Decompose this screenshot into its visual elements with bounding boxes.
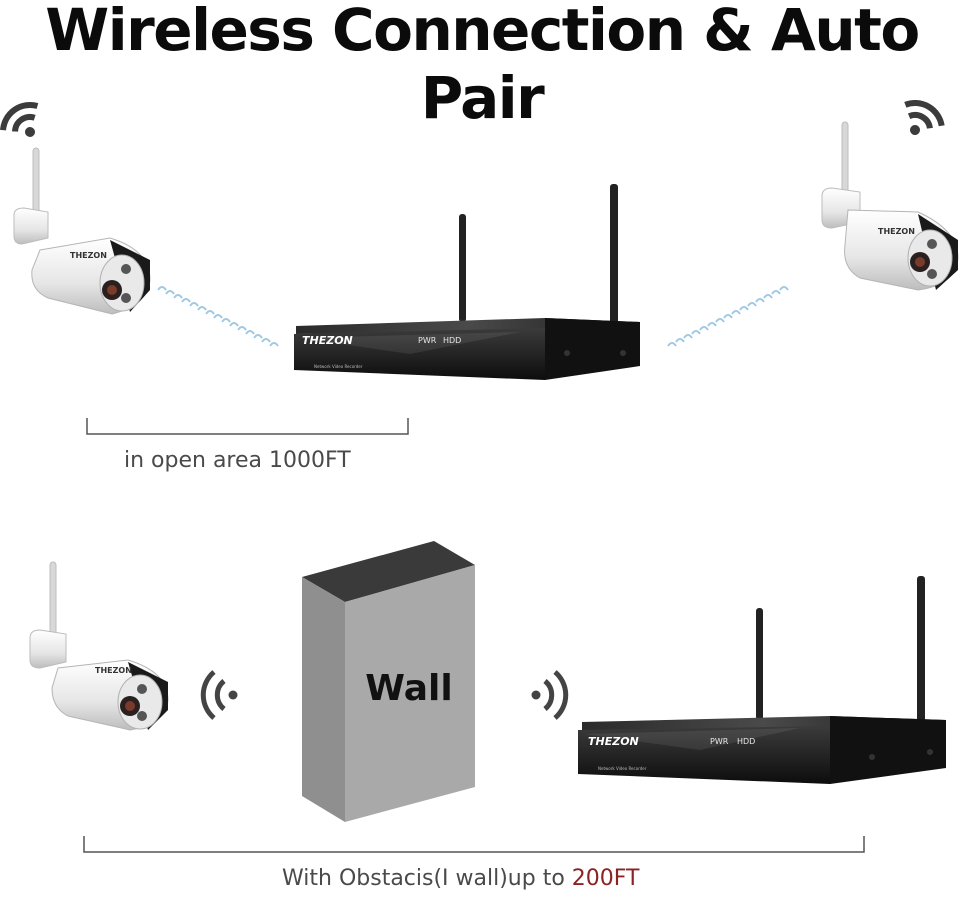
camera-brand: THEZON	[878, 227, 915, 236]
wireless-signal-icon	[200, 670, 238, 720]
wireless-signal-icon	[531, 670, 569, 720]
range-obstacle-prefix: With Obstacis(I wall)up to	[282, 866, 572, 891]
nvr-device-icon: THEZON PWR HDD Network Video Recorder	[294, 184, 640, 380]
range-obstacle-highlight: 200FT	[571, 866, 640, 891]
wifi-icon	[904, 100, 945, 135]
wireless-signal-icon	[157, 286, 279, 347]
pwr-indicator: PWR	[418, 336, 437, 345]
wall-label: Wall	[365, 668, 452, 709]
nvr-device-icon: THEZON PWR HDD Network Video Recorder	[578, 576, 946, 784]
nvr-model-text: Network Video Recorder	[314, 364, 363, 369]
pwr-indicator: PWR	[710, 737, 729, 746]
range-bracket	[86, 418, 409, 435]
nvr-model-text: Network Video Recorder	[598, 766, 647, 771]
range-open-area-caption: in open area 1000FT	[124, 448, 351, 473]
camera-brand: THEZON	[95, 666, 132, 675]
wall-block: Wall	[302, 541, 475, 822]
wifi-icon	[0, 101, 39, 137]
security-camera-icon: THEZON	[821, 121, 959, 291]
hdd-indicator: HDD	[443, 336, 461, 345]
hdd-indicator: HDD	[737, 737, 755, 746]
page-title: Wireless Connection & Auto Pair	[45, 0, 920, 132]
nvr-brand: THEZON	[302, 334, 353, 347]
security-camera-icon: THEZON	[13, 147, 151, 315]
nvr-brand: THEZON	[588, 735, 639, 748]
range-bracket	[83, 836, 865, 853]
wireless-signal-icon	[667, 286, 789, 347]
range-obstacle-caption: With Obstacis(I wall)up to 200FT	[282, 866, 640, 891]
camera-brand: THEZON	[70, 251, 107, 260]
security-camera-icon: THEZON	[29, 561, 169, 731]
